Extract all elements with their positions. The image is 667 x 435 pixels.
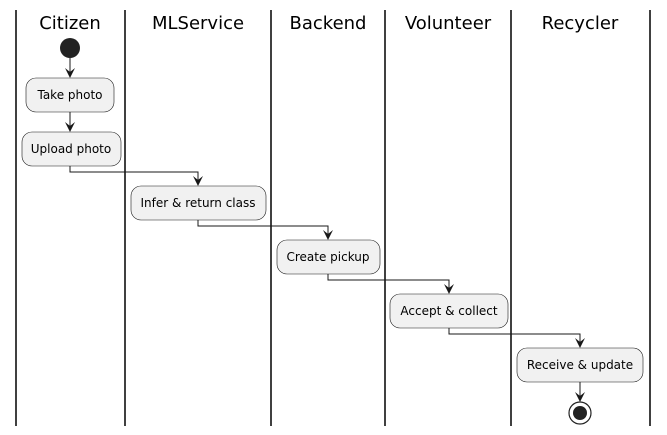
activity-box: [276, 239, 381, 275]
lane-title-recycler: Recycler: [542, 13, 619, 34]
activity-take-photo: Take photo: [25, 77, 115, 113]
activity-box: [25, 77, 115, 113]
activity-receive-update: Receive & update: [516, 347, 644, 383]
flow-arrow: [327, 274, 450, 289]
activity-upload-photo: Upload photo: [21, 131, 122, 167]
flow-arrows: [65, 58, 585, 402]
arrowhead-icon: [575, 338, 585, 348]
flow-arrow: [448, 328, 581, 343]
arrowhead-icon: [193, 176, 203, 186]
flow-arrow: [197, 220, 329, 235]
arrowhead-icon: [575, 392, 585, 402]
activity-box: [21, 131, 122, 167]
activity-label: Infer & return class: [141, 196, 256, 210]
end-node-icon: [568, 401, 592, 425]
activity-label: Receive & update: [527, 358, 633, 372]
flow-arrow: [69, 166, 199, 181]
end-node-dot: [573, 406, 587, 420]
arrowhead-icon: [323, 230, 333, 240]
activity-box: [516, 347, 644, 383]
lane-dividers: [15, 10, 651, 426]
lane-title-volunteer: Volunteer: [405, 13, 492, 34]
activity-box: [389, 293, 509, 329]
lane-title-mlservice: MLService: [152, 13, 244, 34]
activity-infer-return-class: Infer & return class: [130, 185, 267, 221]
lane-title-citizen: Citizen: [39, 13, 101, 34]
arrowhead-icon: [65, 68, 75, 78]
activity-accept-collect: Accept & collect: [389, 293, 509, 329]
start-node-icon: [60, 38, 80, 58]
activity-label: Take photo: [36, 88, 102, 102]
arrowhead-icon: [444, 284, 454, 294]
activity-label: Create pickup: [286, 250, 369, 264]
activity-label: Accept & collect: [400, 304, 497, 318]
activity-label: Upload photo: [31, 142, 111, 156]
lane-titles: Citizen MLService Backend Volunteer Recy…: [39, 13, 619, 34]
arrowhead-icon: [65, 122, 75, 132]
lane-title-backend: Backend: [290, 13, 367, 34]
activity-create-pickup: Create pickup: [276, 239, 381, 275]
activity-box: [130, 185, 267, 221]
